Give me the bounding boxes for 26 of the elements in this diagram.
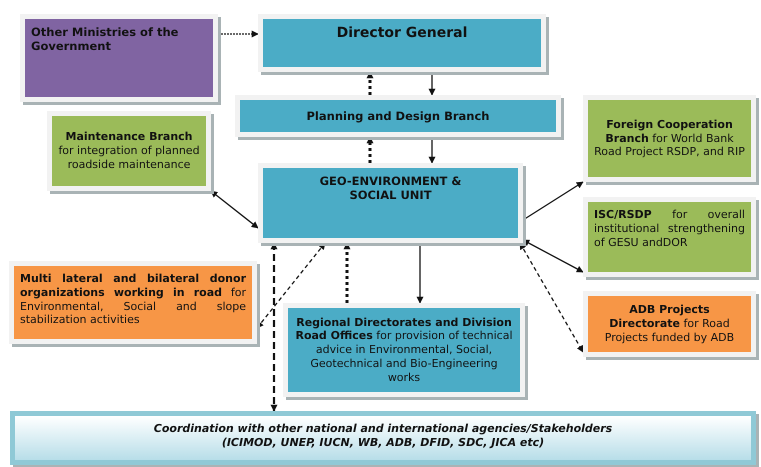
box-text: Planning and Design Branch bbox=[306, 108, 490, 124]
branch-box bbox=[583, 95, 756, 182]
branch-box bbox=[235, 95, 561, 137]
ministry-box bbox=[20, 14, 218, 102]
directorate-box bbox=[583, 291, 756, 357]
arrow bbox=[210, 190, 259, 229]
unit-box bbox=[258, 163, 523, 243]
arrow bbox=[416, 243, 424, 304]
box-text: Regional Directorates and Division Road Offices for provision of technical advice in Environmental, Social, Geotechnical and Bio-Engineering works bbox=[294, 316, 514, 384]
box-text: Other Ministries of the Government bbox=[31, 25, 180, 54]
box-text: Foreign Cooperation Branch for World Bank Road Project RSDP, and RIP bbox=[594, 118, 745, 160]
box-text: Coordination with other national and international agencies/Stakeholders bbox=[154, 422, 612, 436]
project-box bbox=[583, 197, 756, 277]
box-text: Director General bbox=[336, 25, 468, 42]
donor-box bbox=[9, 261, 257, 344]
box-text: Multi lateral and bilateral donor organizations working in road for Environmental, Social and slope stabilization activities bbox=[20, 272, 246, 327]
box-text: Maintenance Branch for integration of planned roadside maintenance bbox=[58, 130, 200, 172]
branch-box bbox=[47, 111, 211, 191]
office-box bbox=[283, 303, 525, 397]
director-box bbox=[258, 14, 546, 72]
box-text: ADB Projects Directorate for Road Projects funded by ADB bbox=[604, 303, 736, 345]
coordination-box bbox=[10, 411, 756, 465]
box-text: GEO-ENVIRONMENT & SOCIAL UNIT bbox=[318, 174, 462, 203]
box-text: ISC/RSDP for overall institutional strengthening of GESU andDOR bbox=[594, 208, 745, 250]
box-text: (ICIMOD, UNEP, IUCN, WB, ADB, DFID, SDC, JICA etc) bbox=[222, 436, 544, 450]
arrow bbox=[218, 30, 259, 38]
